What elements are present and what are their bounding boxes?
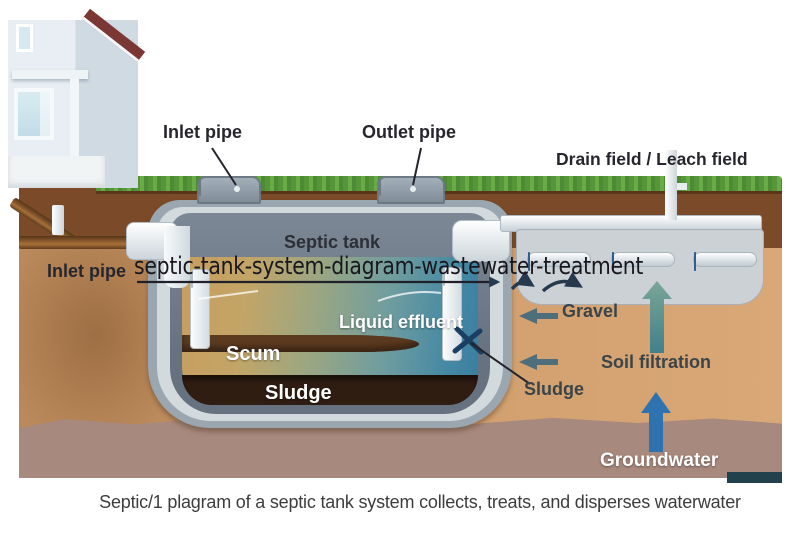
scum-label: Scum — [226, 343, 281, 365]
house-corner-trim — [70, 79, 79, 161]
inlet-pipe-side-label: Inlet pipe — [47, 261, 127, 281]
perforated-pipe — [611, 252, 675, 267]
watermark-bar — [727, 472, 782, 483]
sludge-tank-label: Sludge — [265, 382, 332, 404]
inlet-elbow — [164, 226, 190, 288]
outlet-pipe-fitting — [452, 220, 510, 262]
groundwater-label: Groundwater — [600, 450, 719, 471]
outlet-access-riser — [377, 176, 445, 204]
diagram-caption: Septic/1 plagram of a septic tank system… — [99, 492, 741, 512]
gravel-label: Gravel — [562, 301, 619, 321]
septic-tank-label: Septic tank — [284, 232, 381, 252]
sewer-pipe-horizontal — [19, 236, 141, 249]
house-window-large — [14, 88, 54, 140]
filename-overlay-text: septic-tank-system-diagram-wastewater-tr… — [134, 252, 644, 280]
sludge-outlet-label: Sludge — [524, 379, 585, 399]
drain-field-gravel-bed — [516, 229, 764, 305]
perforated-pipe — [527, 252, 591, 267]
soil-filtration-label: Soil filtration — [601, 352, 711, 372]
drain-field-label: Drain field / Leach field — [556, 149, 748, 169]
sludge-layer — [182, 375, 478, 405]
house-trim — [12, 70, 88, 79]
liquid-effluent-label: Liquid effluent — [339, 312, 463, 332]
vent-pipe-stub — [677, 183, 687, 190]
inlet-pipe-label: Inlet pipe — [163, 122, 243, 142]
house-foundation — [8, 156, 105, 188]
house-window-small — [16, 24, 33, 52]
inlet-baffle — [190, 269, 210, 349]
inlet-access-riser — [197, 176, 261, 204]
outlet-pipe-label: Outlet pipe — [362, 122, 456, 142]
cleanout-pipe — [52, 205, 64, 235]
scum-layer — [182, 335, 419, 353]
perforated-pipe — [693, 252, 757, 267]
vent-pipe — [665, 150, 677, 220]
